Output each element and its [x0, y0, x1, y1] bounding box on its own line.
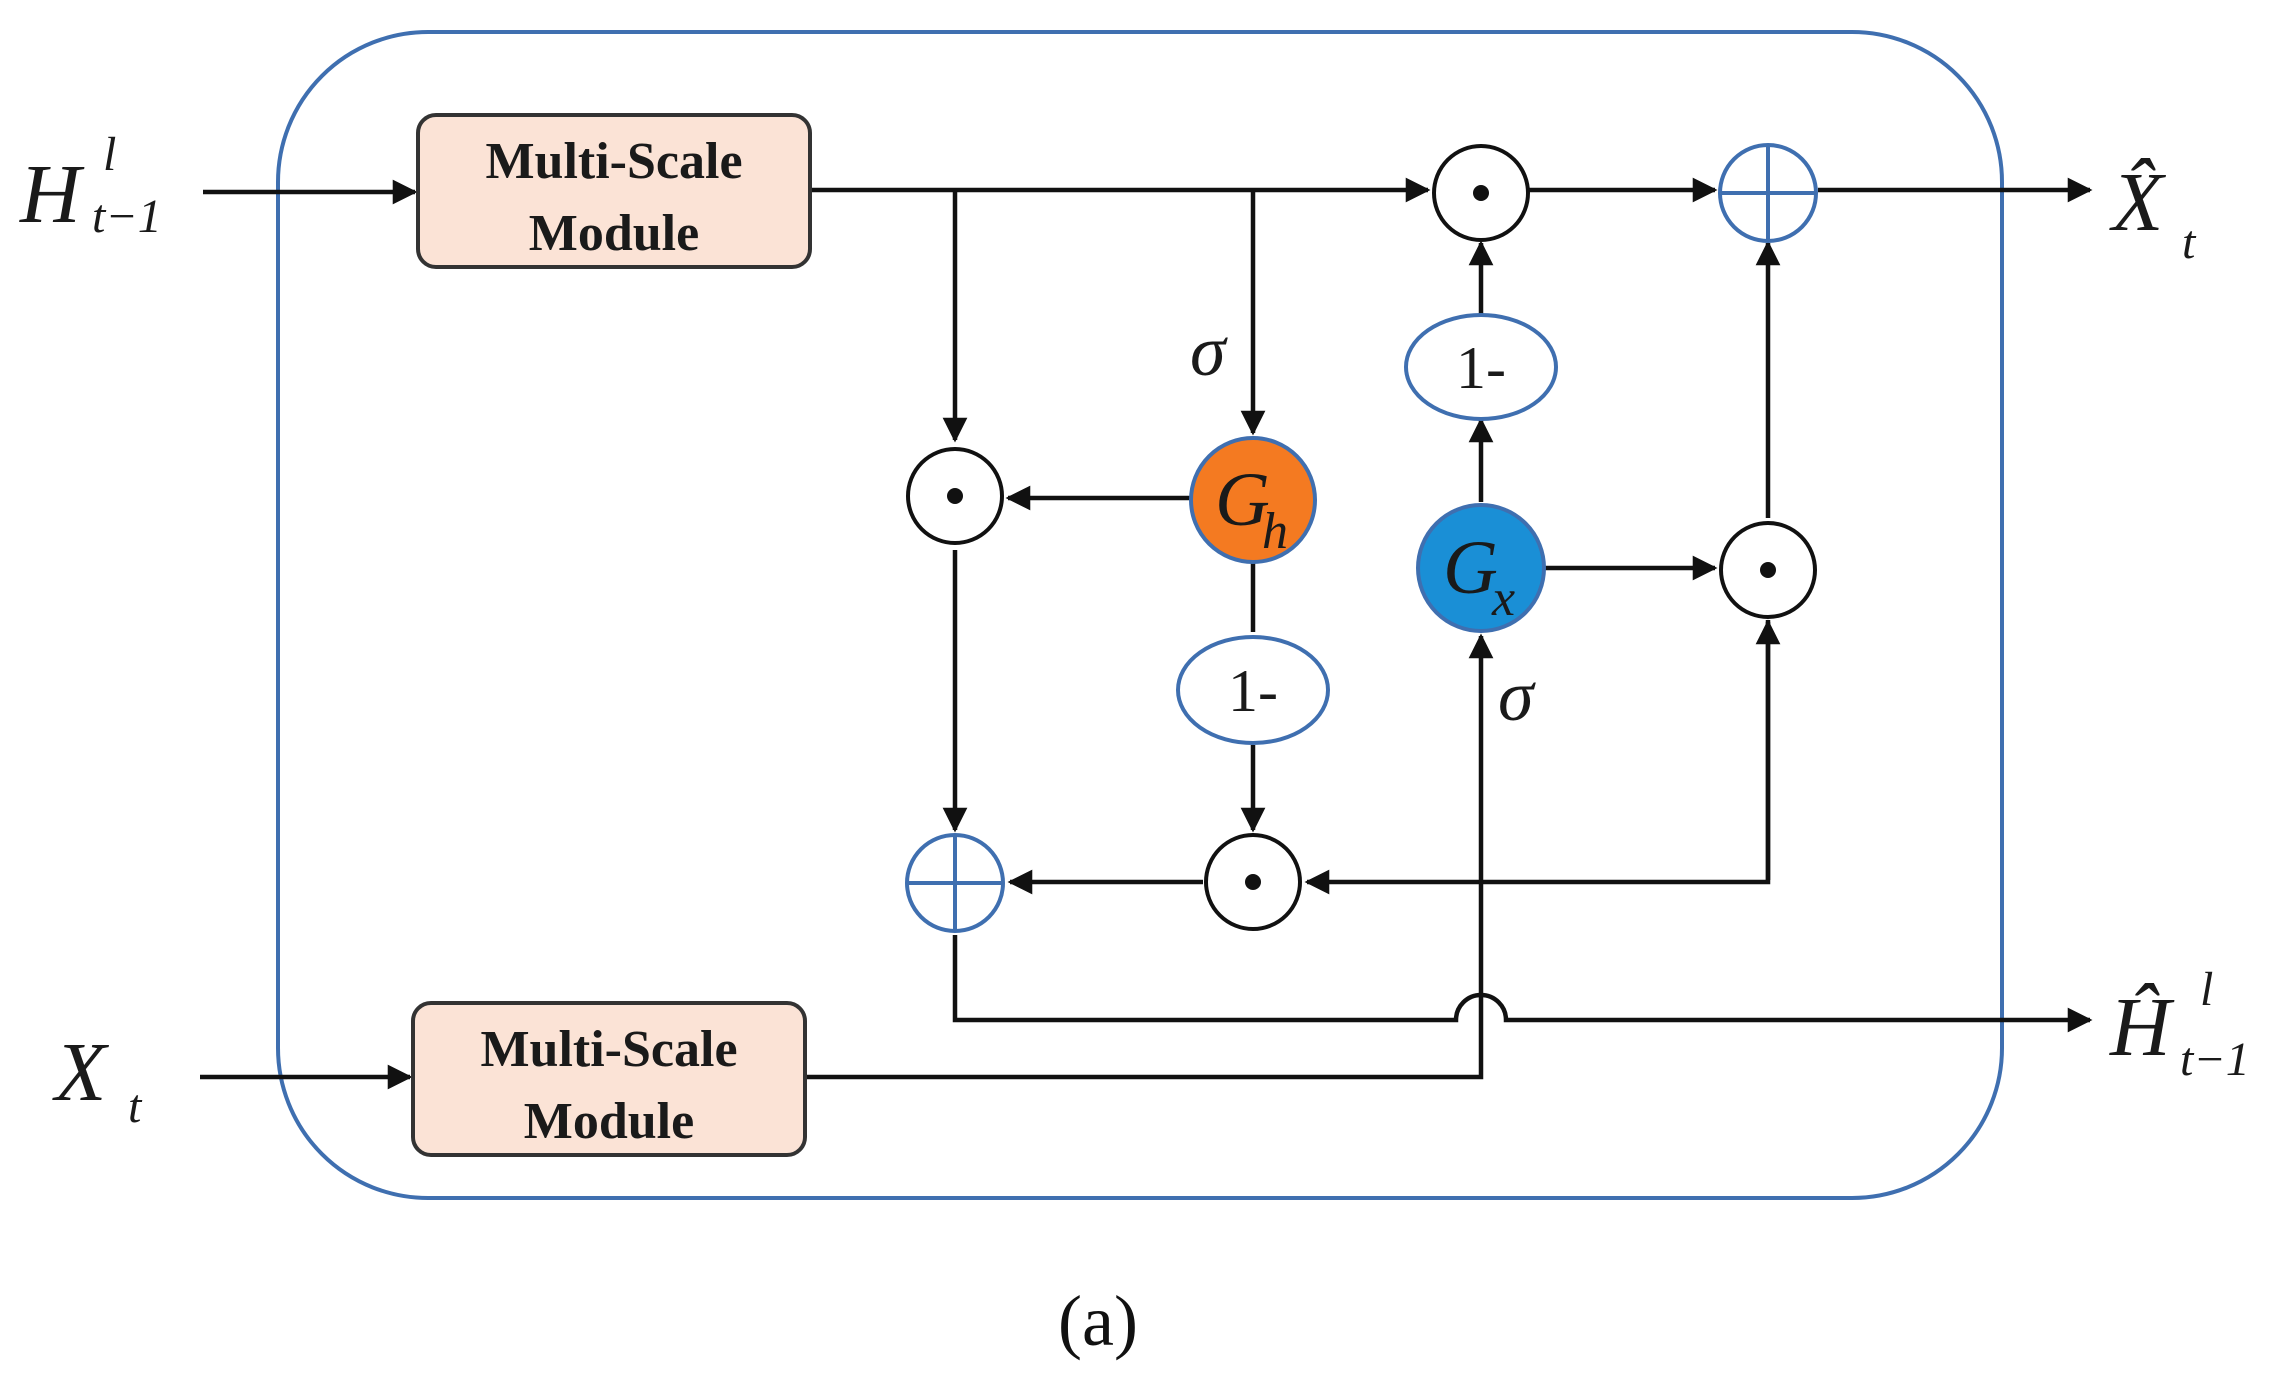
output-x-label: X̂ t	[2109, 156, 2197, 269]
output-x-sub: t	[2182, 216, 2197, 269]
wire-xmodule-to-gx	[805, 633, 1494, 1080]
gate-gh-sub: h	[1262, 503, 1288, 560]
output-h-sub: t−1	[2180, 1033, 2250, 1086]
gate-gx-base: G	[1443, 526, 1498, 610]
gate-gx-sub: x	[1491, 570, 1515, 627]
sigma-label-x: σ	[1498, 656, 1536, 736]
output-h-label: Ĥ l t−1	[2109, 963, 2250, 1086]
output-x-base: X̂	[2109, 156, 2167, 249]
gate-gx: G x	[1416, 503, 1546, 633]
input-x-sub: t	[128, 1080, 143, 1133]
multiply-node-top	[1432, 144, 1530, 242]
input-h-label: H l t−1	[19, 128, 162, 243]
output-h-sup: l	[2200, 963, 2213, 1016]
one-minus-x-label: 1-	[1456, 335, 1506, 401]
module-bottom-line1: Multi-Scale	[480, 1021, 737, 1078]
figure-caption: (a)	[1058, 1281, 1138, 1361]
add-node-bottom	[905, 833, 1005, 933]
input-h-base: H	[19, 148, 85, 241]
output-h-base: Ĥ	[2109, 981, 2175, 1074]
one-minus-node-x: 1-	[1404, 313, 1558, 421]
gate-gh-base: G	[1215, 458, 1270, 542]
wire-add-to-hhat	[952, 935, 2093, 1033]
input-h-sub: t−1	[92, 190, 162, 243]
one-minus-node-h: 1-	[1176, 635, 1330, 745]
multi-scale-module-top: Multi-Scale Module	[416, 113, 812, 269]
wire-rightmul-to-midmul	[1304, 620, 1771, 895]
module-top-line1: Multi-Scale	[485, 133, 742, 190]
module-bottom-line2: Module	[524, 1093, 694, 1150]
input-x-label: X t	[52, 1026, 143, 1133]
cell-container	[276, 30, 2004, 1200]
input-x-base: X	[52, 1026, 110, 1119]
add-node-top	[1718, 143, 1818, 243]
one-minus-h-label: 1-	[1228, 658, 1278, 724]
sigma-label-h: σ	[1190, 311, 1228, 391]
multi-scale-module-bottom: Multi-Scale Module	[411, 1001, 807, 1157]
module-top-line2: Module	[529, 205, 699, 262]
multiply-node-left	[906, 447, 1004, 545]
multiply-node-right	[1719, 521, 1817, 619]
gate-gh: G h	[1189, 436, 1317, 564]
input-h-sup: l	[103, 128, 116, 181]
multiply-node-bottom	[1204, 833, 1302, 931]
